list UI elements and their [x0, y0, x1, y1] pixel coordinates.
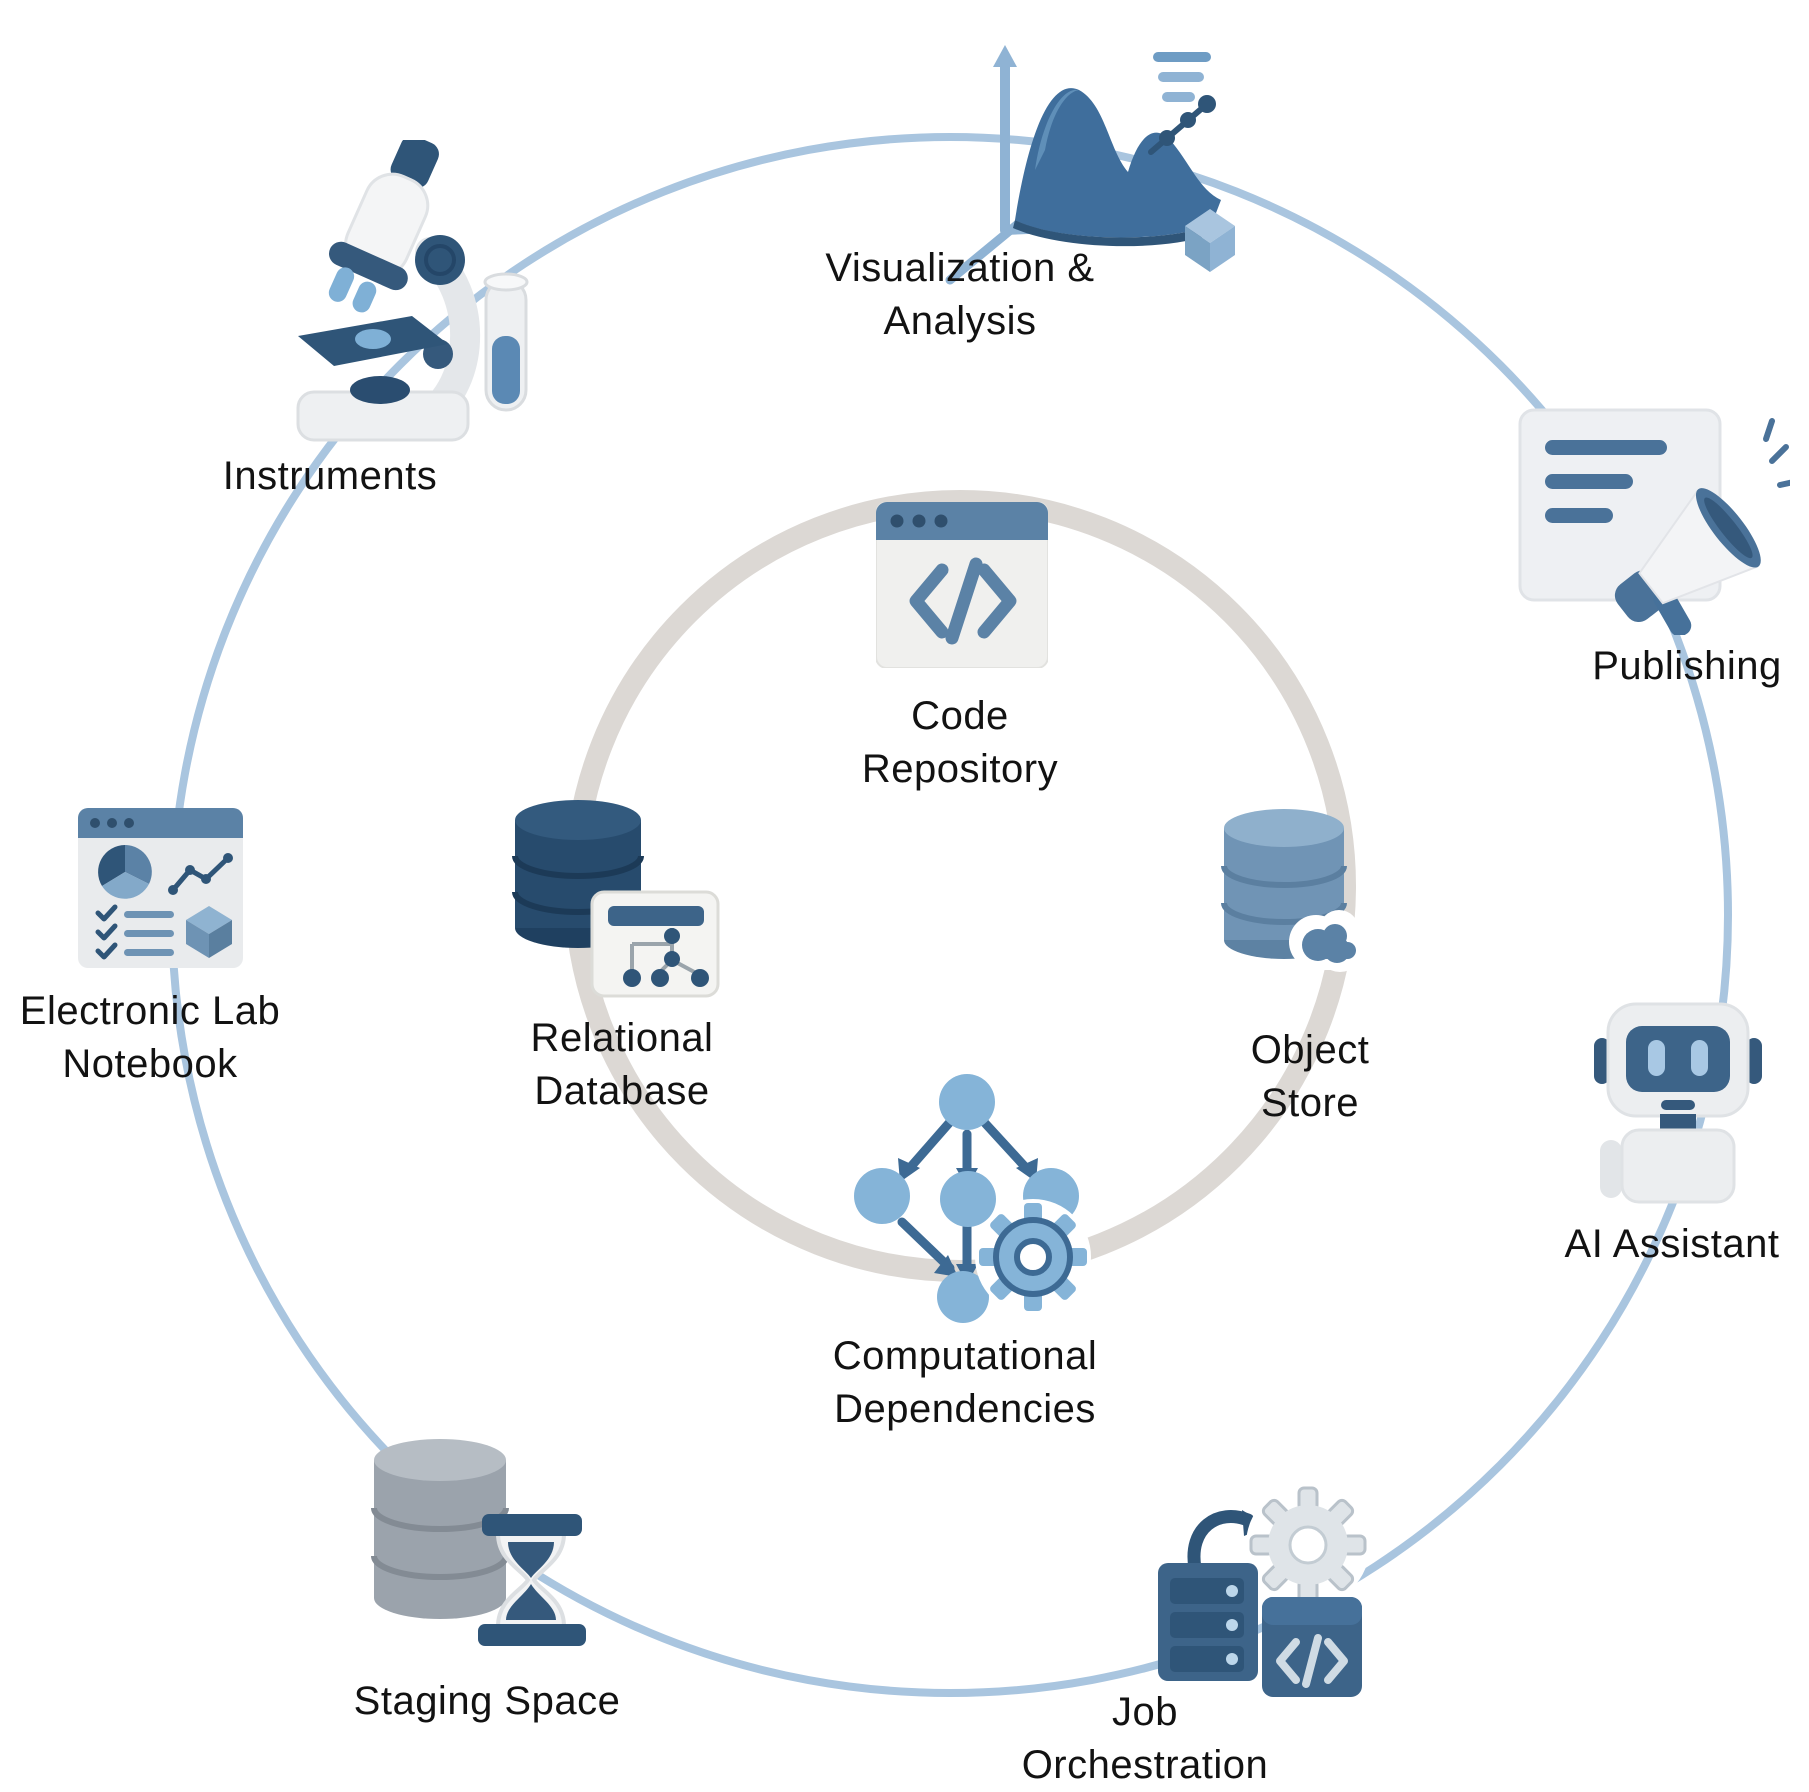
node-label-code-repository: Code Repository [861, 694, 1059, 791]
microscope-icon [296, 140, 529, 442]
node-label-relational-database: Relational Database [530, 1016, 714, 1113]
node-label-publishing: Publishing [1592, 644, 1782, 688]
database-cloud-icon [1221, 809, 1364, 972]
database-schema-icon [512, 800, 720, 998]
dashboard-window-icon [78, 808, 243, 968]
node-label-instruments: Instruments [222, 454, 438, 498]
code-window-icon [876, 502, 1048, 668]
node-label-ai-assistant: AI Assistant [1564, 1222, 1780, 1266]
node-label-job-orchestration: Job Orchestration [1021, 1690, 1269, 1787]
node-label-computational-dependencies: Computational Dependencies [832, 1334, 1098, 1431]
surface-chart-icon [945, 45, 1235, 285]
dag-gear-icon [854, 1074, 1091, 1323]
cloud-shape [1289, 910, 1364, 972]
document-megaphone-icon [1518, 408, 1790, 635]
node-label-visualization: Visualization & Analysis [825, 246, 1095, 343]
node-label-staging-space: Staging Space [353, 1679, 621, 1723]
robot-icon [1594, 1002, 1762, 1204]
database-hourglass-icon [371, 1439, 586, 1646]
node-label-object-store: Object Store [1250, 1028, 1370, 1125]
node-label-electronic-lab-notebook: Electronic Lab Notebook [19, 989, 281, 1086]
server-gear-code-icon [1158, 1483, 1370, 1697]
